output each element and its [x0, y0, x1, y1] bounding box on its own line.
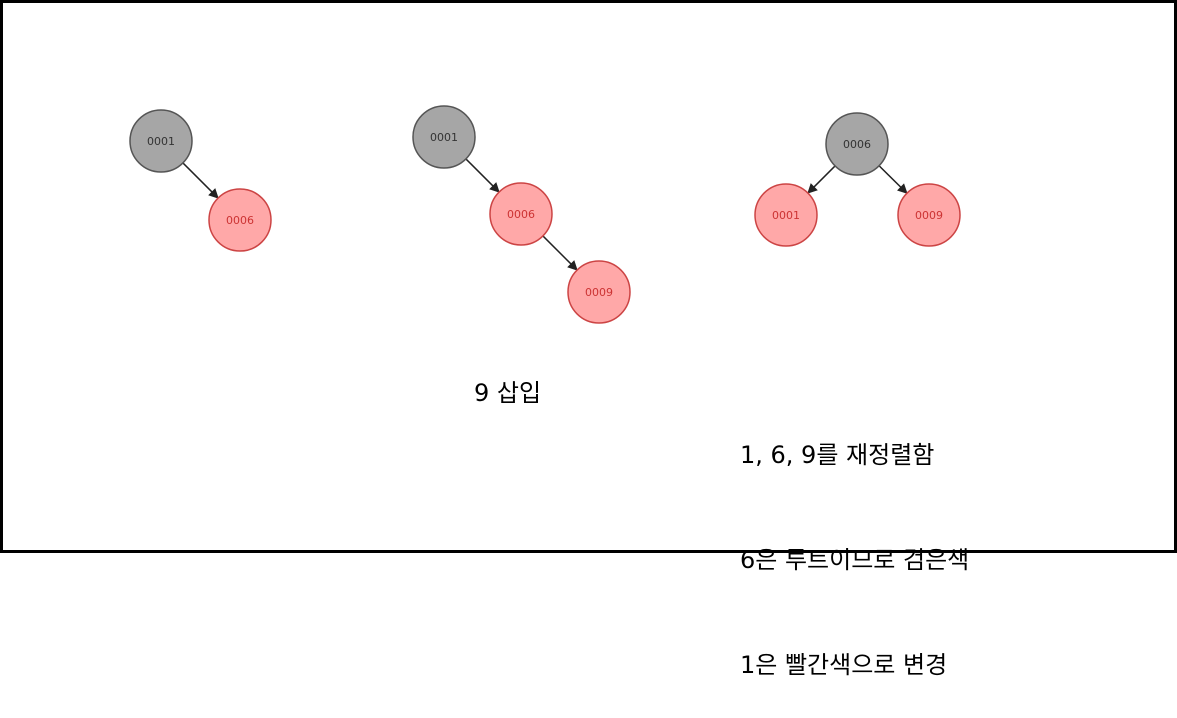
node-label: 0006 — [507, 208, 535, 221]
edge-arrow — [182, 162, 219, 199]
edge-arrow — [542, 235, 578, 271]
node-circle — [412, 105, 476, 169]
node-label: 0001 — [772, 209, 800, 222]
node-circle — [754, 183, 818, 247]
tree-node-0001-red: 0001 — [754, 183, 818, 247]
tree-node-0006-red: 0006 — [208, 188, 272, 252]
node-label: 0001 — [430, 131, 458, 144]
caption-rebalance-line-1: 1, 6, 9를 재정렬함 — [740, 441, 935, 469]
node-circle — [489, 182, 553, 246]
caption-rebalance: 1, 6, 9를 재정렬함 6은 루트이므로 검은색 1은 빨간색으로 변경 — [740, 368, 969, 718]
edge-arrow — [807, 165, 836, 194]
node-circle — [897, 183, 961, 247]
caption-rebalance-line-3: 1은 빨간색으로 변경 — [740, 651, 948, 679]
tree-node-0009-red: 0009 — [897, 183, 961, 247]
edges-layer — [182, 158, 908, 271]
tree-node-0001-black: 0001 — [129, 109, 193, 173]
tree-node-0006-black: 0006 — [825, 112, 889, 176]
caption-insert-9: 9 삽입 — [474, 379, 542, 407]
tree-node-0006-red: 0006 — [489, 182, 553, 246]
tree-node-0001-black: 0001 — [412, 105, 476, 169]
node-circle — [825, 112, 889, 176]
node-label: 0006 — [226, 214, 254, 227]
tree-node-0009-red: 0009 — [567, 260, 631, 324]
edge-arrow — [465, 158, 500, 193]
red-black-tree-diagram: 0001 0006 0001 0006 0009 0006 0001 0009 — [129, 105, 961, 324]
edge-arrow — [878, 165, 908, 194]
node-label: 0006 — [843, 138, 871, 151]
node-circle — [208, 188, 272, 252]
nodes-layer: 0001 0006 0001 0006 0009 0006 0001 0009 — [129, 105, 961, 324]
node-circle — [129, 109, 193, 173]
caption-rebalance-line-2: 6은 루트이므로 검은색 — [740, 546, 970, 574]
node-label: 0001 — [147, 135, 175, 148]
node-circle — [567, 260, 631, 324]
node-label: 0009 — [585, 286, 613, 299]
node-label: 0009 — [915, 209, 943, 222]
